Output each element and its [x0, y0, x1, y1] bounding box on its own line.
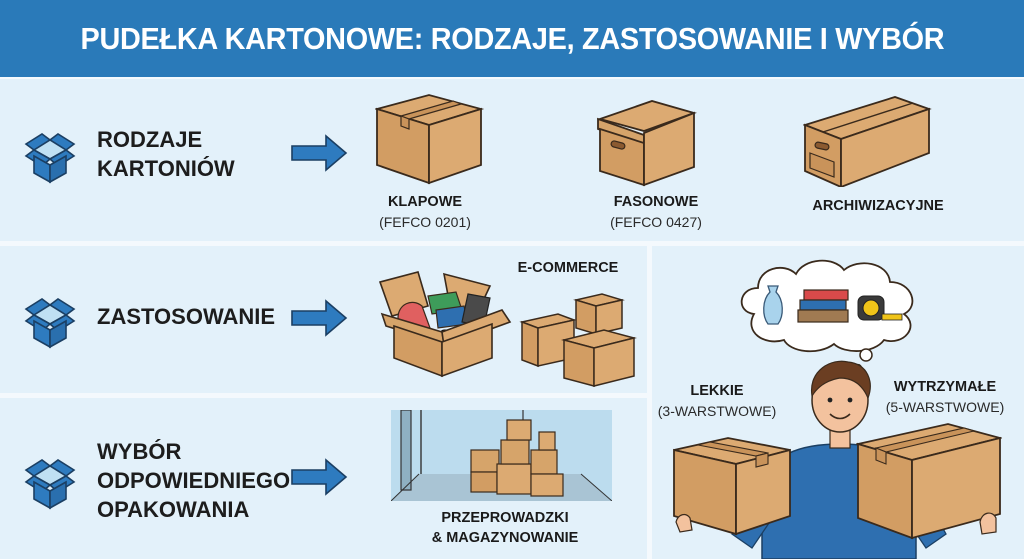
row-label-box-types: RODZAJE KARTONIÓW: [97, 127, 235, 181]
option-light: LEKKIE (3-WARSTWOWE): [657, 383, 777, 419]
panel-usage: ZASTOSOWANIE E-COMMERCE: [0, 246, 647, 393]
box-type-archiwizacyjne: ARCHIWIZACYJNE: [812, 198, 944, 214]
archive-box-illustration: [803, 96, 932, 187]
arrow-right-icon: [291, 135, 347, 171]
open-box-icon: [25, 133, 75, 183]
books-icon: [797, 289, 849, 323]
box-type-fasonowe: FASONOWE (FEFCO 0427): [610, 194, 702, 230]
open-box-icon: [25, 298, 75, 348]
panel-box-types: RODZAJE KARTONIÓW KLAPOWE (FEFCO 0201) F…: [0, 79, 1024, 241]
open-box-icon: [25, 459, 75, 509]
option-strong: WYTRZYMAŁE (5-WARSTWOWE): [885, 379, 1005, 415]
page-title: PUDEŁKA KARTONOWE: RODZAJE, ZASTOSOWANIE…: [80, 20, 944, 56]
usage-ecommerce: E-COMMERCE: [517, 260, 619, 276]
tape-measure-icon: [857, 295, 903, 321]
light-box-illustration: [673, 437, 791, 536]
arrow-right-icon: [291, 459, 347, 495]
flap-box-illustration: [375, 94, 485, 185]
row-label-choice: WYBÓR ODPOWIEDNIEGO OPAKOWANIA: [97, 439, 291, 522]
open-box-with-goods-illustration: [378, 271, 512, 378]
arrow-right-icon: [291, 300, 347, 336]
panel-choice: WYBÓR ODPOWIEDNIEGO OPAKOWANIA PRZEPROWA…: [0, 398, 647, 559]
die-cut-box-illustration: [596, 100, 697, 187]
moving-storage-illustration: [391, 410, 612, 501]
box-type-klapowe: KLAPOWE (FEFCO 0201): [379, 194, 471, 230]
vase-icon: [763, 285, 783, 325]
usage-moving-storage: PRZEPROWADZKI & MAGAZYNOWANIE: [431, 510, 579, 546]
header-banner: PUDEŁKA KARTONOWE: RODZAJE, ZASTOSOWANIE…: [0, 0, 1024, 77]
panel-strength-choice: LEKKIE (3-WARSTWOWE) WYTRZYMAŁE (5-WARST…: [652, 246, 1024, 559]
row-label-usage: ZASTOSOWANIE: [97, 304, 276, 329]
stacked-boxes-illustration: [519, 293, 637, 387]
thought-cloud: [740, 259, 914, 372]
strong-box-illustration: [856, 423, 1002, 540]
